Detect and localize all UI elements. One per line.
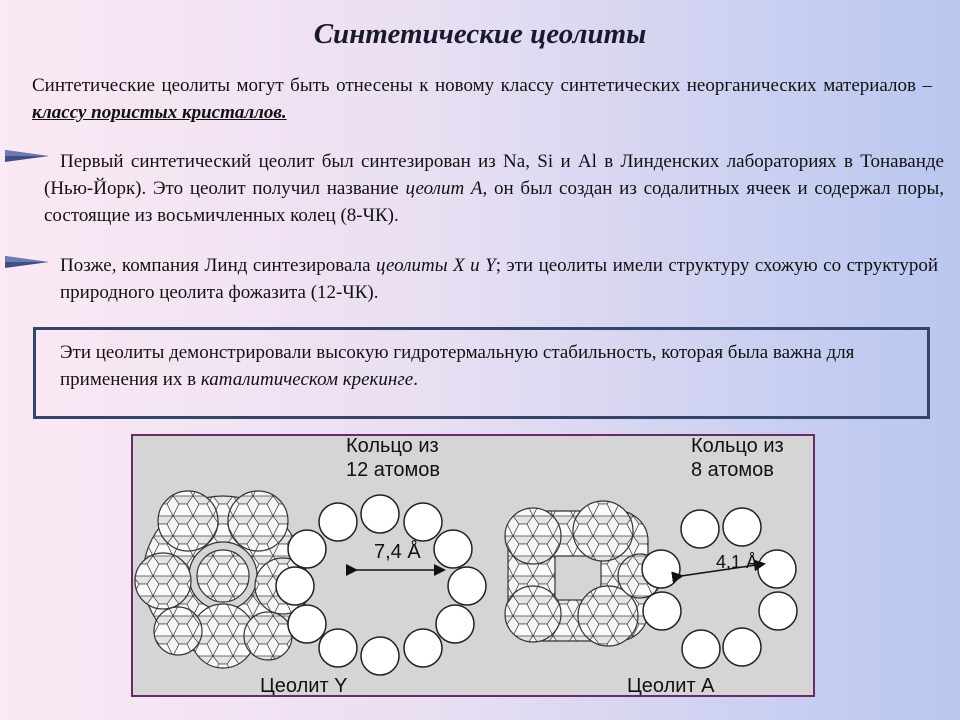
zeolite-a-framework-image	[504, 500, 663, 647]
intro-text: Синтетические цеолиты могут быть отнесен…	[32, 75, 932, 96]
arrow-bullet-icon	[5, 256, 49, 268]
intro-emphasis: классу пористых кристаллов.	[32, 102, 287, 123]
intro-paragraph: Синтетические цеолиты могут быть отнесен…	[32, 72, 932, 126]
ring12-caption: Кольцо из 12 атомов	[346, 435, 441, 482]
zeolite-a-label: Цеолит А	[627, 675, 715, 697]
ring-12-atoms-diagram	[275, 494, 487, 676]
ring-8-atoms-diagram	[641, 507, 798, 669]
bullet2-text-b: ; эти цеолиты имели структуру схожую со …	[60, 255, 938, 303]
bullet1-text-b: , он был создан из содалитных ячеек и со…	[44, 178, 944, 226]
ring8-caption-line1: Кольцо из	[691, 435, 784, 457]
bullet2-emphasis: цеолиты X и Y	[376, 255, 496, 276]
ring8-size-label: 4,1 Å	[716, 552, 759, 572]
box-text-b: .	[413, 369, 418, 390]
slide-title: Синтетические цеолиты	[313, 18, 647, 50]
zeolite-figure: Кольцо из 12 атомов 7,4 Å Кольцо из 8 ат…	[131, 434, 815, 697]
ring-8-diameter-arrow	[671, 559, 766, 584]
zeolite-figure-graphics	[134, 490, 798, 676]
ring8-caption: Кольцо из 8 атомов	[691, 435, 784, 482]
bullet-paragraph-2: Позже, компания Линд синтезировала цеоли…	[60, 252, 938, 306]
zeolite-y-framework-image	[134, 490, 312, 669]
zeolite-y-label: Цеолит Y	[260, 675, 348, 697]
bullet1-text-a: Первый синтетический цеолит был синтезир…	[44, 151, 944, 199]
arrow-bullet-icon	[5, 150, 49, 162]
bullet-paragraph-1: Первый синтетический цеолит был синтезир…	[44, 148, 944, 229]
ring8-caption-line2: 8 атомов	[691, 459, 774, 481]
ring12-caption-line2: 12 атомов	[346, 459, 441, 481]
highlight-box	[33, 327, 930, 419]
bullet2-text-a: Позже, компания Линд синтезировала	[60, 255, 377, 276]
bullet1-emphasis: цеолит А	[405, 178, 483, 199]
box-paragraph: Эти цеолиты демонстрировали высокую гидр…	[60, 339, 920, 393]
ring12-caption-line1: Кольцо из	[346, 435, 439, 457]
box-emphasis: каталитическом крекинге	[200, 369, 414, 390]
box-text-a: Эти цеолиты демонстрировали высокую гидр…	[60, 342, 855, 390]
ring12-size-label: 7,4 Å	[374, 541, 421, 563]
